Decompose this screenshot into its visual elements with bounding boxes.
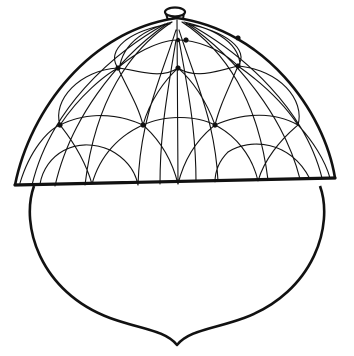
acorn-nut-body — [30, 186, 324, 345]
acorn-cap-pattern — [20, 20, 330, 186]
acorn-cap-rim — [15, 178, 335, 185]
